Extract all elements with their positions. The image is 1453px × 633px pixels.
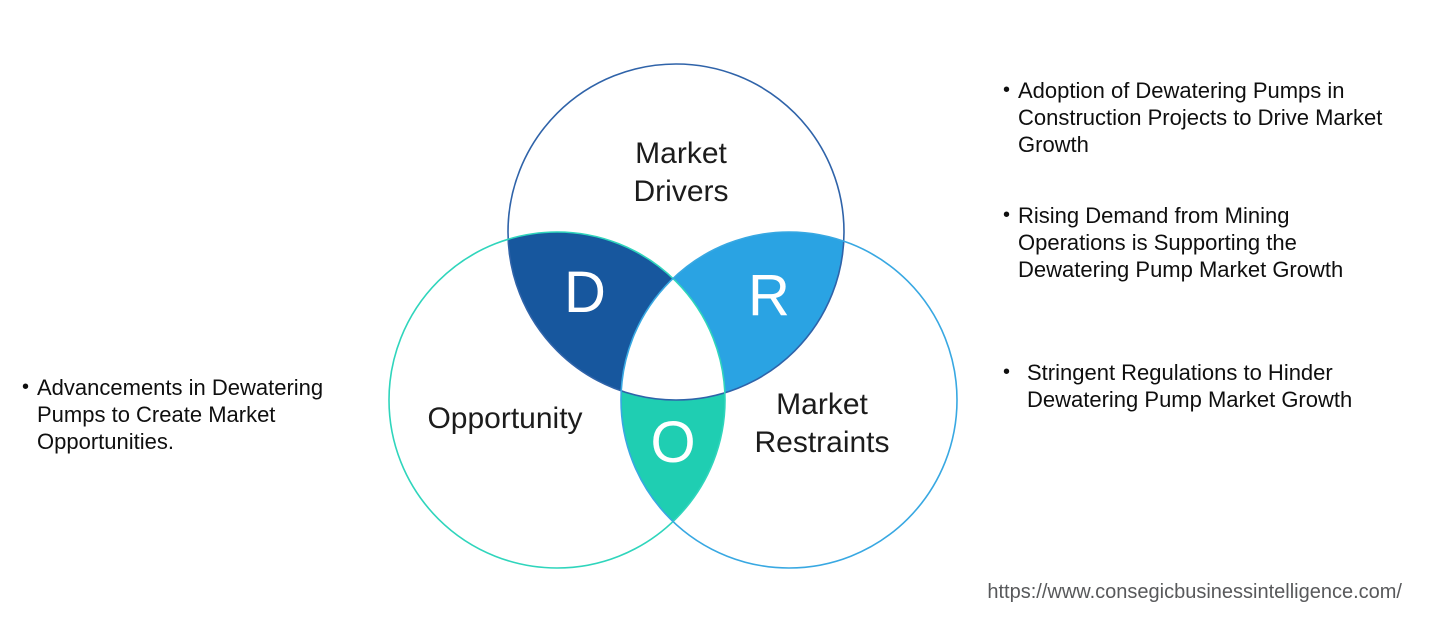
bullet-marker: • — [22, 376, 30, 398]
annotation-text: Stringent Regulations to Hinder Dewateri… — [1027, 360, 1353, 412]
note-opportunity: • Advancements in Dewatering Pumps to Cr… — [22, 374, 382, 455]
annotation-text: Adoption of Dewatering Pumps in Construc… — [1018, 78, 1383, 157]
label-opportunity: Opportunity — [427, 402, 583, 435]
label-market-drivers: Market Drivers — [633, 137, 729, 208]
letter-d: D — [564, 260, 606, 325]
annotation-text: Rising Demand from Mining Operations is … — [1018, 203, 1344, 282]
bullet-marker: • — [1003, 79, 1011, 101]
note-driver-1: • Adoption of Dewatering Pumps in Constr… — [1003, 77, 1453, 158]
label-market-restraints: Market Restraints — [754, 388, 890, 459]
source-url: https://www.consegicbusinessintelligence… — [987, 581, 1402, 603]
letter-o: O — [650, 410, 696, 475]
note-driver-2: • Rising Demand from Mining Operations i… — [1003, 202, 1453, 283]
opportunity-circle-outline — [388, 231, 726, 569]
bullet-marker: • — [1003, 361, 1011, 383]
letter-r: R — [748, 263, 790, 328]
bullet-marker: • — [1003, 204, 1011, 226]
annotation-text: Advancements in Dewatering Pumps to Crea… — [37, 375, 324, 454]
note-restraint: • Stringent Regulations to Hinder Dewate… — [1003, 359, 1453, 413]
overlap-drivers-restraints — [621, 232, 844, 400]
restraints-circle-outline — [620, 231, 958, 569]
drivers-circle-outline — [507, 63, 845, 401]
overlap-drivers-opportunity — [508, 232, 725, 400]
